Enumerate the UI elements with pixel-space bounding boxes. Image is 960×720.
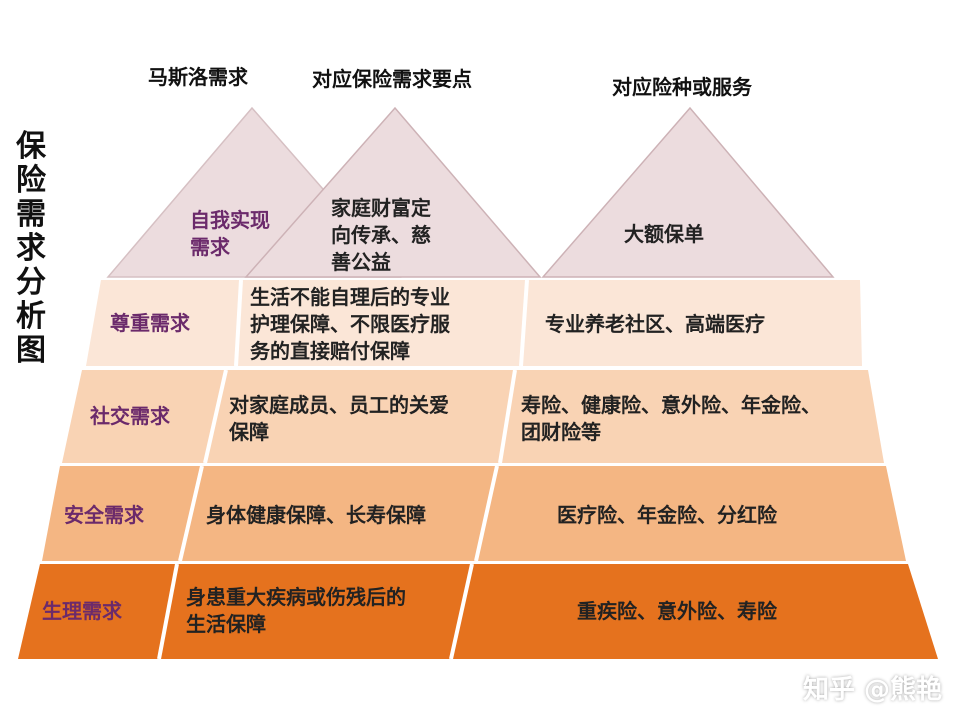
point-physiological: 身患重大疾病或伤残后的 生活保障 — [186, 585, 406, 636]
peak-triangle-products — [541, 106, 835, 278]
peak-triangle-points — [244, 106, 542, 278]
level-esteem-band — [86, 280, 862, 366]
header-maslow: 马斯洛需求 — [148, 65, 248, 89]
title-char: 需 — [16, 197, 46, 232]
watermark: 知乎 @熊艳 — [802, 675, 942, 705]
title-char: 析 — [16, 299, 46, 334]
header-insurance-points: 对应保险需求要点 — [312, 67, 472, 91]
title-char: 险 — [16, 163, 46, 198]
header-products: 对应险种或服务 — [612, 75, 752, 99]
product-esteem: 专业养老社区、高端医疗 — [545, 312, 765, 336]
vertical-title: 保 险 需 求 分 析 图 — [14, 130, 48, 368]
point-self-actualization: 家庭财富定 向传承、慈 善公益 — [331, 196, 431, 274]
level-social-band — [62, 370, 884, 463]
level-safety-band — [42, 466, 906, 561]
product-self-actualization: 大额保单 — [624, 222, 704, 246]
need-safety: 安全需求 — [64, 503, 144, 527]
point-social: 对家庭成员、员工的关爱 保障 — [229, 393, 449, 444]
title-char: 保 — [16, 129, 46, 164]
product-physiological: 重疾险、意外险、寿险 — [577, 599, 777, 623]
title-char: 图 — [16, 333, 46, 368]
point-safety: 身体健康保障、长寿保障 — [206, 503, 426, 527]
product-safety: 医疗险、年金险、分红险 — [557, 503, 777, 527]
title-char: 求 — [16, 231, 46, 266]
need-social: 社交需求 — [90, 404, 170, 428]
product-social: 寿险、健康险、意外险、年金险、 团财险等 — [521, 393, 821, 444]
need-physiological: 生理需求 — [42, 599, 122, 623]
need-self-actualization: 自我实现 需求 — [190, 208, 270, 259]
need-esteem: 尊重需求 — [110, 311, 190, 335]
point-esteem: 生活不能自理后的专业 护理保障、不限医疗服 务的直接赔付保障 — [250, 285, 450, 363]
level-physiological-band — [18, 564, 938, 659]
title-char: 分 — [16, 265, 46, 300]
